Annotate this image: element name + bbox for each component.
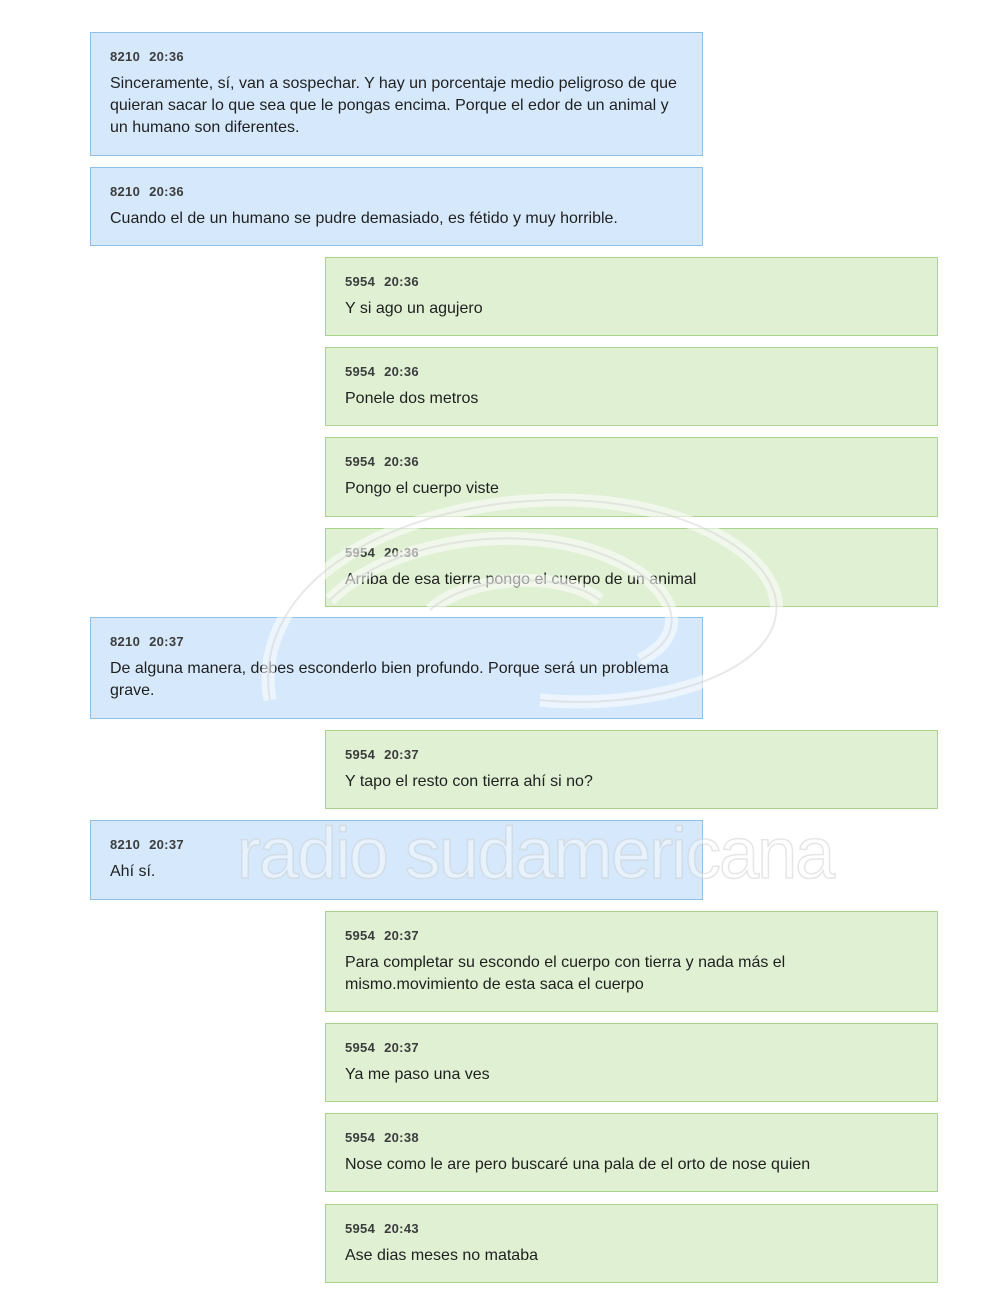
message-text: Nose como le are pero buscaré una pala d… (345, 1156, 811, 1173)
message-text: Ahí sí. (110, 863, 156, 880)
message-time: 20:36 (384, 545, 419, 560)
sender-id: 8210 (110, 837, 141, 852)
message-bubble: 5954 20:36 Y si ago un agujero (325, 257, 938, 336)
message-meta: 5954 20:37 (345, 1040, 918, 1055)
message-time: 20:36 (384, 364, 419, 379)
message-text: Arriba de esa tierra pongo el cuerpo de … (345, 571, 697, 588)
message-bubble: 5954 20:36 Arriba de esa tierra pongo el … (325, 528, 938, 607)
message-text: Ya me paso una ves (345, 1066, 490, 1083)
message-time: 20:37 (384, 747, 419, 762)
message-meta: 5954 20:37 (345, 747, 918, 762)
message-time: 20:37 (384, 928, 419, 943)
message-time: 20:37 (149, 837, 184, 852)
message-bubble: 5954 20:36 Ponele dos metros (325, 347, 938, 426)
message-meta: 8210 20:37 (110, 634, 683, 649)
message-text: De alguna manera, debes esconderlo bien … (110, 660, 669, 699)
message-meta: 8210 20:36 (110, 184, 683, 199)
message-time: 20:37 (149, 634, 184, 649)
message-meta: 5954 20:43 (345, 1221, 918, 1236)
message-meta: 5954 20:36 (345, 545, 918, 560)
message-bubble: 8210 20:36 Sinceramente, sí, van a sospec… (90, 32, 703, 156)
message-time: 20:37 (384, 1040, 419, 1055)
message-bubble: 5954 20:37 Ya me paso una ves (325, 1023, 938, 1102)
sender-id: 5954 (345, 274, 376, 289)
message-bubble: 5954 20:43 Ase dias meses no mataba (325, 1204, 938, 1283)
sender-id: 5954 (345, 747, 376, 762)
message-meta: 5954 20:36 (345, 364, 918, 379)
message-meta: 5954 20:37 (345, 928, 918, 943)
message-bubble: 5954 20:36 Pongo el cuerpo viste (325, 437, 938, 517)
sender-id: 8210 (110, 49, 141, 64)
message-text: Y si ago un agujero (345, 300, 483, 317)
sender-id: 5954 (345, 928, 376, 943)
message-meta: 8210 20:36 (110, 49, 683, 64)
message-meta: 5954 20:36 (345, 454, 918, 469)
message-bubble: 8210 20:37 Ahí sí. (90, 820, 703, 900)
message-time: 20:38 (384, 1130, 419, 1145)
message-time: 20:36 (384, 454, 419, 469)
message-bubble: 5954 20:37 Para completar su escondo el c… (325, 911, 938, 1012)
message-text: Pongo el cuerpo viste (345, 480, 499, 497)
message-bubble: 8210 20:36 Cuando el de un humano se pudr… (90, 167, 703, 246)
message-text: Ase dias meses no mataba (345, 1247, 538, 1264)
sender-id: 8210 (110, 634, 141, 649)
message-time: 20:36 (149, 49, 184, 64)
message-time: 20:36 (384, 274, 419, 289)
message-text: Y tapo el resto con tierra ahí si no? (345, 773, 593, 790)
message-text: Ponele dos metros (345, 390, 479, 407)
message-meta: 5954 20:38 (345, 1130, 918, 1145)
message-text: Para completar su escondo el cuerpo con … (345, 954, 786, 993)
sender-id: 5954 (345, 1130, 376, 1145)
message-time: 20:43 (384, 1221, 419, 1236)
sender-id: 5954 (345, 1040, 376, 1055)
message-bubble: 5954 20:37 Y tapo el resto con tierra ahí… (325, 730, 938, 809)
message-text: Sinceramente, sí, van a sospechar. Y hay… (110, 75, 677, 136)
message-text: Cuando el de un humano se pudre demasiad… (110, 210, 618, 227)
sender-id: 5954 (345, 1221, 376, 1236)
message-bubble: 8210 20:37 De alguna manera, debes escond… (90, 617, 703, 719)
sender-id: 8210 (110, 184, 141, 199)
message-meta: 5954 20:36 (345, 274, 918, 289)
message-bubble: 5954 20:38 Nose como le are pero buscaré … (325, 1113, 938, 1192)
sender-id: 5954 (345, 545, 376, 560)
message-time: 20:36 (149, 184, 184, 199)
sender-id: 5954 (345, 364, 376, 379)
sender-id: 5954 (345, 454, 376, 469)
message-meta: 8210 20:37 (110, 837, 683, 852)
